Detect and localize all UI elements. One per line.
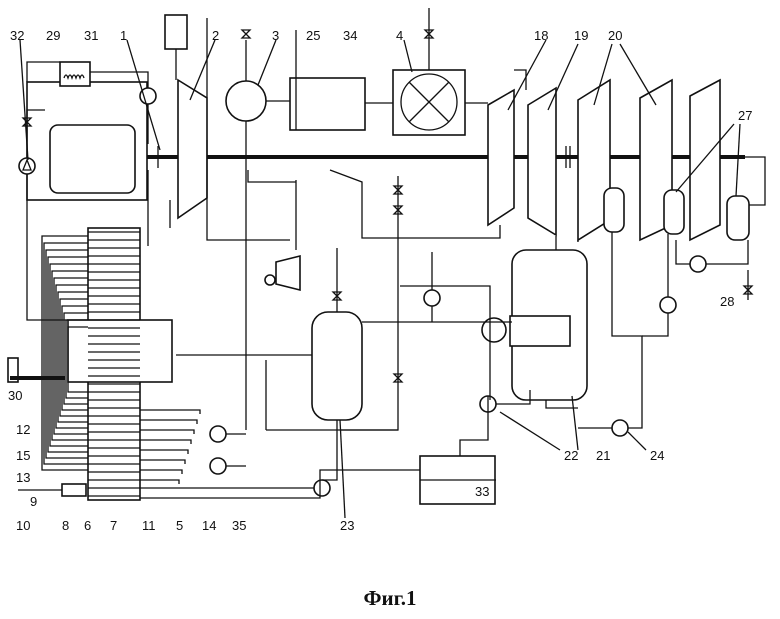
label-12: 12	[16, 422, 30, 437]
combustion-chamber-3	[226, 81, 266, 121]
label-28: 28	[720, 294, 734, 309]
label-18: 18	[534, 28, 548, 43]
stack-outlet-line	[140, 430, 194, 434]
separator-27a	[604, 188, 624, 232]
unit-10	[62, 484, 86, 496]
compressor-2	[178, 80, 207, 218]
label-11: 11	[142, 518, 156, 533]
pump-35b	[210, 458, 226, 474]
label-2: 2	[212, 28, 219, 43]
pump-27a	[660, 297, 676, 313]
stack-outlet-line	[140, 450, 188, 454]
label-31: 31	[84, 28, 98, 43]
stack-outlet-line	[140, 410, 200, 414]
label-30: 30	[8, 388, 22, 403]
tank-21-insert	[510, 316, 570, 346]
separator-27b	[664, 190, 684, 234]
label-35: 35	[232, 518, 246, 533]
label-34: 34	[343, 28, 357, 43]
generator-29-core	[50, 125, 135, 193]
pump-mid	[424, 290, 440, 306]
top-heater	[165, 15, 187, 49]
label-19: 19	[574, 28, 588, 43]
stack-outlet-line	[140, 470, 182, 474]
label-8: 8	[62, 518, 69, 533]
turbine-18	[488, 90, 514, 225]
label-32: 32	[10, 28, 24, 43]
label-23: 23	[340, 518, 354, 533]
figure-caption: Фиг.1	[0, 586, 780, 611]
pump-23	[314, 480, 330, 496]
stack-outlet-line	[140, 420, 197, 424]
stack-outlet-line	[140, 440, 191, 444]
label-24: 24	[650, 448, 664, 463]
label-6: 6	[84, 518, 91, 533]
pump-35a	[210, 426, 226, 442]
pump-24	[612, 420, 628, 436]
pump-27b	[690, 256, 706, 272]
label-15: 15	[16, 448, 30, 463]
label-22: 22	[564, 448, 578, 463]
stack-outlet-line	[140, 460, 185, 464]
stack-inner	[68, 320, 172, 382]
regenerator-25	[276, 256, 300, 290]
label-4: 4	[396, 28, 403, 43]
heater-31	[60, 62, 90, 86]
label-25: 25	[306, 28, 320, 43]
label-29: 29	[46, 28, 60, 43]
separator-27c	[727, 196, 749, 240]
regenerator-25-inlet	[265, 275, 275, 285]
turbine-19	[528, 88, 556, 235]
turbine-20c	[690, 80, 720, 240]
unit-34	[290, 78, 365, 130]
deaerator-23	[312, 312, 362, 420]
label-10: 10	[16, 518, 30, 533]
label-1: 1	[120, 28, 127, 43]
label-14: 14	[202, 518, 216, 533]
label-9: 9	[30, 494, 37, 509]
label-20: 20	[608, 28, 622, 43]
label-7: 7	[110, 518, 117, 533]
label-13: 13	[16, 470, 30, 485]
label-21: 21	[596, 448, 610, 463]
label-33: 33	[475, 484, 489, 499]
label-3: 3	[272, 28, 279, 43]
stack-outlet-line	[140, 480, 179, 484]
label-27: 27	[738, 108, 752, 123]
label-5: 5	[176, 518, 183, 533]
